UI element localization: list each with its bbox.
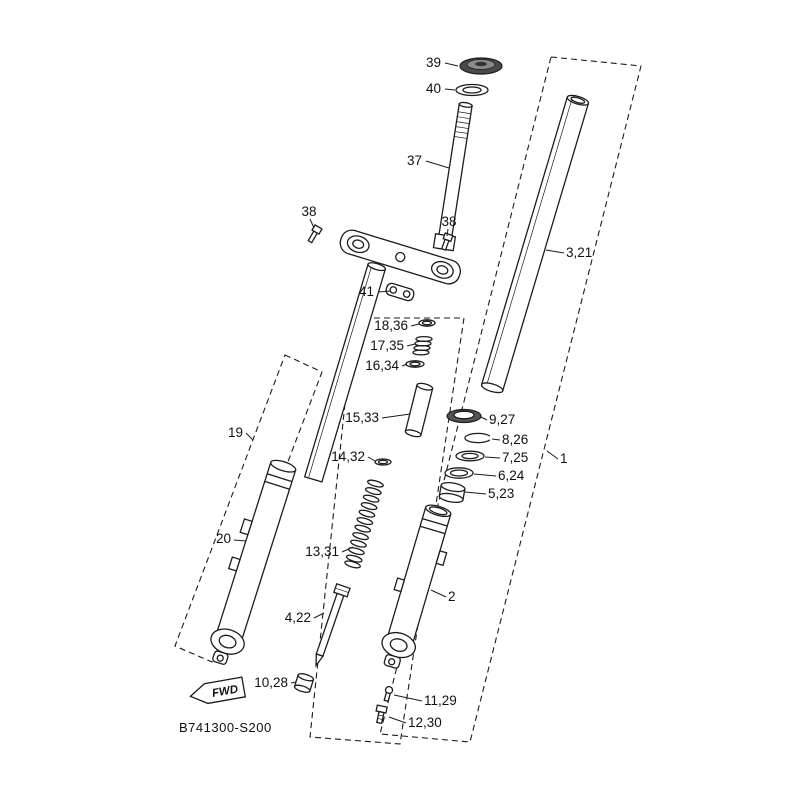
leader-line-4-22 (313, 612, 325, 619)
part-label-14-32: 14,32 (331, 449, 365, 464)
leader-line-14-32 (367, 456, 376, 462)
part-label-40: 40 (426, 81, 441, 96)
part-5-23-slide-bushing (438, 481, 466, 504)
leader-line-10-28 (290, 681, 297, 684)
leader-line-17-35 (406, 343, 416, 347)
boundary-inner-parts-group (309, 317, 465, 745)
part-label-7-25: 7,25 (502, 450, 528, 465)
part-39-bearing-cover (459, 57, 503, 75)
part-8-26-clip (464, 432, 491, 444)
part-16-34-ring (405, 360, 425, 368)
part-17-35-spring (412, 335, 433, 356)
part-40-washer (455, 83, 489, 97)
leader-line-16-34 (401, 363, 408, 367)
part-2-right-outer-tube (381, 504, 452, 669)
diagram-code: B741300-S200 (179, 720, 272, 735)
part-3-21-outer-tube (480, 94, 590, 394)
leader-line-19 (245, 432, 254, 441)
part-label-4-22: 4,22 (285, 610, 311, 625)
boundary-left-fork-leg-group (174, 354, 323, 663)
leader-line-1 (546, 450, 559, 460)
part-label-17-35: 17,35 (370, 338, 404, 353)
part-20-left-outer-tube (210, 459, 297, 665)
part-label-19: 19 (228, 425, 243, 440)
part-under-bracket (339, 229, 462, 285)
part-label-5-23: 5,23 (488, 486, 514, 501)
leader-line-38 (446, 228, 449, 237)
part-11-29-screw (383, 685, 394, 703)
part-9-27-oil-seal (446, 408, 482, 424)
part-label-13-31: 13,31 (305, 544, 339, 559)
part-12-30-bolt (375, 704, 388, 725)
part-label-1: 1 (560, 451, 568, 466)
leader-line-11-29 (393, 694, 423, 702)
leader-line-37 (425, 160, 450, 169)
leader-line-38 (309, 218, 315, 229)
part-label-9-27: 9,27 (489, 412, 515, 427)
part-label-12-30: 12,30 (408, 715, 442, 730)
part-label-15-33: 15,33 (345, 410, 379, 425)
leader-line-40 (444, 88, 456, 91)
fwd-arrow-icon (189, 676, 247, 705)
leader-line-12-30 (388, 716, 407, 724)
leader-line-8-26 (491, 438, 501, 441)
part-left-inner-tube (303, 262, 387, 483)
part-18-36-ring (418, 319, 436, 327)
leader-line-3-21 (545, 249, 565, 254)
part-label-18-36: 18,36 (374, 318, 408, 333)
part-13-31-fork-spring (344, 479, 384, 569)
part-4-22-damper-rod (315, 582, 351, 668)
part-label-39: 39 (426, 55, 441, 70)
part-label-10-28: 10,28 (254, 675, 288, 690)
leader-line-6-24 (473, 473, 497, 477)
part-label-8-26: 8,26 (502, 432, 528, 447)
leader-line-20 (233, 539, 247, 542)
fwd-label: FWD (211, 684, 239, 700)
leader-line-5-23 (464, 491, 487, 495)
part-38-pinch-bolt-right (440, 232, 454, 251)
part-7-25-washer (455, 450, 485, 462)
leader-line-9-27 (480, 416, 488, 421)
part-15-33-spacer-tube (404, 382, 434, 438)
part-6-24-dust-seal (444, 467, 474, 479)
leader-line-41 (377, 290, 392, 293)
part-labels-layer: 39403738384118,3617,3516,3415,3314,3213,… (216, 55, 592, 730)
part-label-41: 41 (359, 284, 374, 299)
part-label-20: 20 (216, 531, 231, 546)
leader-line-39 (444, 62, 459, 67)
part-label-3-21: 3,21 (566, 245, 592, 260)
part-label-38: 38 (441, 214, 456, 229)
leader-line-2 (430, 589, 447, 598)
part-10-28-oil-lock-piece (293, 673, 315, 693)
part-label-2: 2 (448, 589, 456, 604)
part-14-32-seat-washer (374, 458, 392, 466)
fwd-marker: FWD (189, 676, 247, 705)
leader-line-15-33 (381, 413, 411, 419)
part-41-clamp (385, 282, 415, 302)
part-label-38: 38 (301, 204, 316, 219)
part-label-6-24: 6,24 (498, 468, 525, 483)
leader-line-13-31 (341, 546, 354, 553)
leader-line-7-25 (484, 456, 501, 459)
part-label-11-29: 11,29 (424, 693, 457, 708)
part-label-37: 37 (407, 153, 422, 168)
leader-line-18-36 (410, 323, 420, 327)
part-label-16-34: 16,34 (365, 358, 399, 373)
